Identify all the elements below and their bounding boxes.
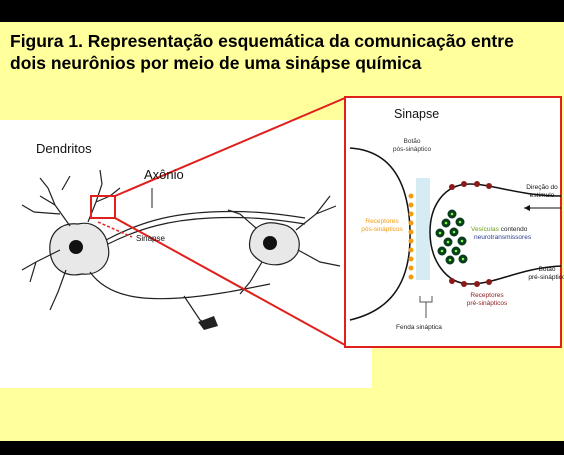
synapse-highlight-box [90, 195, 116, 219]
label-axonio: Axônio [144, 167, 184, 182]
title-line-2: dois neurônios por meio de uma sinápse q… [10, 53, 422, 73]
label-direcao-estimulo: Direção do estímulo [526, 184, 558, 199]
label-botao-pre: Botão pré-sináptico [528, 266, 564, 281]
presynaptic-receptors [449, 181, 492, 287]
label-dendritos: Dendritos [36, 141, 92, 156]
axon-terminal [198, 316, 218, 330]
postsynaptic-receptors [408, 193, 414, 280]
top-black-bar [0, 0, 564, 22]
label-sinapse: Sinapse [136, 234, 165, 243]
label-fenda: Fenda sináptica [396, 324, 442, 331]
label-vesiculas-suffix: contendo [498, 226, 528, 233]
synapse-inset-panel [344, 96, 562, 348]
slide-title: Figura 1. Representação esquemática da c… [10, 30, 560, 74]
soma-nucleus-left [69, 240, 83, 254]
synaptic-cleft-glow [416, 178, 430, 280]
label-botao-pos: Botão pós-sináptico [392, 138, 432, 153]
inset-title: Sinapse [394, 107, 440, 121]
stimulus-arrowhead [524, 205, 530, 211]
title-line-1: Figura 1. Representação esquemática da c… [10, 31, 514, 51]
label-vesiculas-prefix: Vesículas [471, 226, 499, 233]
label-vesiculas: Vesículas contendo [471, 226, 527, 233]
label-receptores-pos: Receptores pós-sinápticos [361, 218, 403, 233]
soma-nucleus-right [263, 236, 277, 250]
bottom-black-bar [0, 441, 564, 455]
presynaptic-membrane [429, 183, 562, 285]
sinapse-pointer [97, 221, 133, 238]
zoom-line-bottom [114, 217, 346, 346]
fenda-bracket [419, 296, 433, 318]
vesicles [435, 209, 468, 265]
label-neurotransmissores: neurotransmissores [474, 234, 532, 241]
zoom-line-top [114, 97, 346, 197]
label-receptores-pre: Receptores pré-sinápticos [466, 292, 508, 307]
neuron-right [227, 195, 341, 295]
